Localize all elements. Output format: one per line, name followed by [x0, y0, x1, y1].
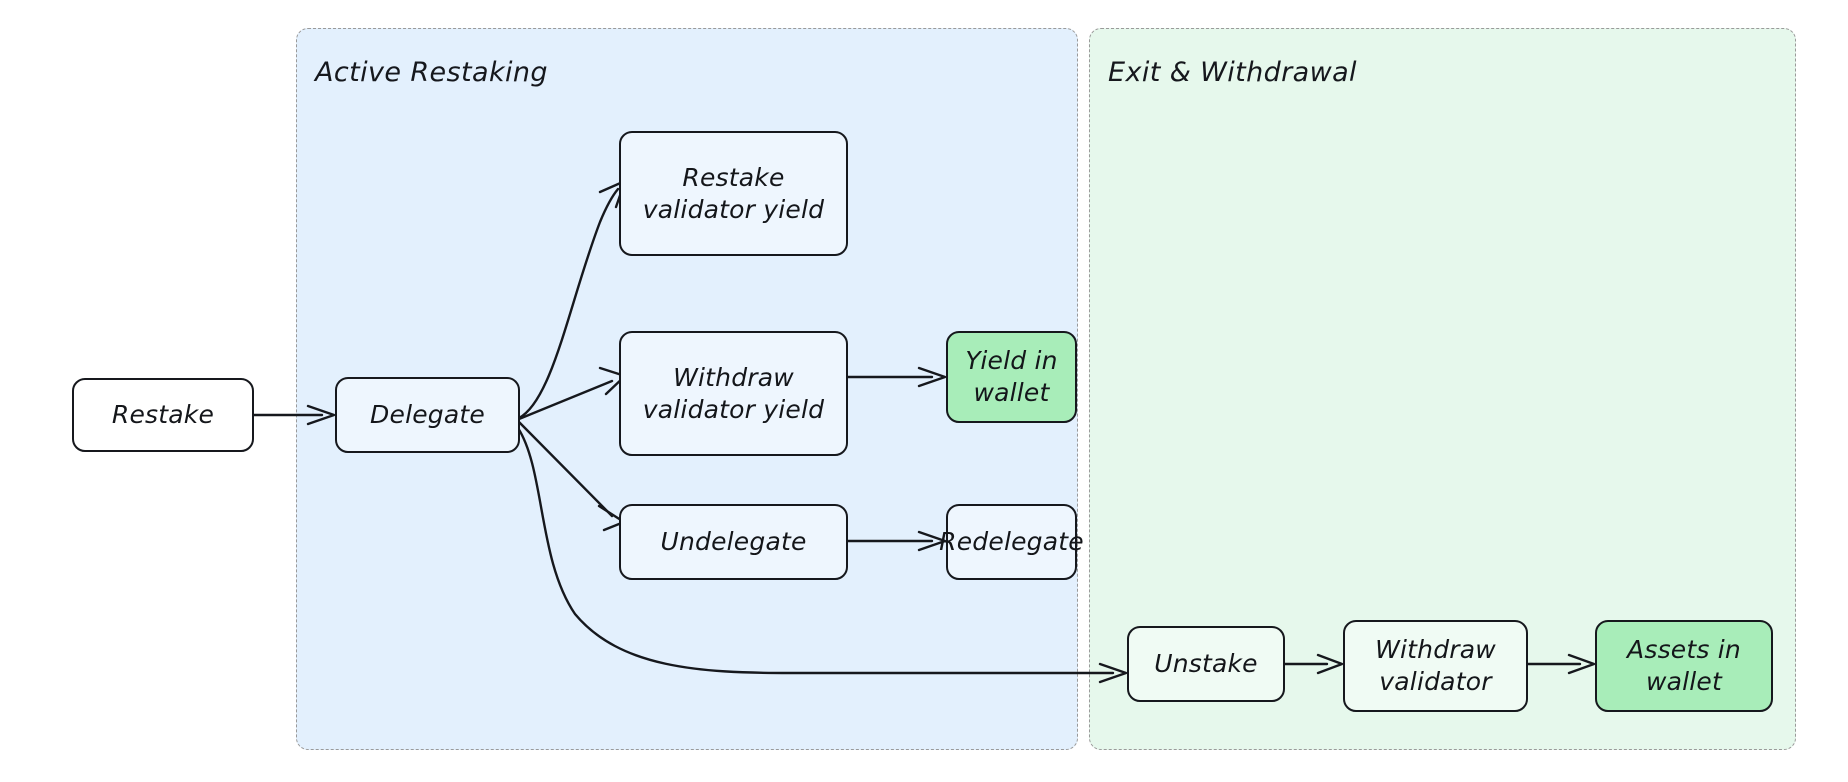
node-withdraw-validator-yield[interactable]: Withdraw validator yield [619, 331, 848, 456]
node-yield-in-wallet-line-1: wallet [973, 378, 1050, 407]
subgraph-exit-withdrawal-label: Exit & Withdrawal [1108, 57, 1357, 88]
node-restake-line-0: Restake [111, 400, 215, 429]
subgraph-active-restaking-label: Active Restaking [315, 57, 548, 88]
node-assets-in-wallet-line-1: wallet [1645, 667, 1723, 696]
node-withdraw-validator-line-1: validator [1379, 667, 1492, 696]
node-restake[interactable]: Restake [72, 378, 254, 452]
node-restake-validator-yield-line-1: validator yield [642, 194, 825, 224]
node-withdraw-validator[interactable]: Withdraw validator [1343, 620, 1528, 712]
node-yield-in-wallet[interactable]: Yield in wallet [946, 331, 1077, 423]
node-redelegate[interactable]: Redelegate [939, 504, 1084, 580]
node-undelegate-line-0: Undelegate [660, 527, 807, 556]
node-restake-validator-yield-line-0: Restake [682, 162, 785, 192]
node-redelegate-line-0: Redelegate [939, 527, 1084, 556]
node-withdraw-validator-yield-line-1: validator yield [642, 394, 825, 424]
node-withdraw-validator-line-0: Withdraw [1375, 635, 1496, 664]
node-yield-in-wallet-line-0: Yield in [965, 346, 1058, 375]
node-unstake-line-0: Unstake [1154, 649, 1258, 678]
node-unstake[interactable]: Unstake [1127, 626, 1285, 702]
node-delegate[interactable]: Delegate [335, 377, 520, 453]
node-assets-in-wallet-line-0: Assets in [1627, 635, 1741, 664]
node-delegate-line-0: Delegate [370, 400, 485, 429]
node-withdraw-validator-yield-line-0: Withdraw [673, 362, 794, 392]
node-undelegate[interactable]: Undelegate [619, 504, 848, 580]
node-restake-validator-yield[interactable]: Restake validator yield [619, 131, 848, 256]
node-assets-in-wallet[interactable]: Assets in wallet [1595, 620, 1773, 712]
